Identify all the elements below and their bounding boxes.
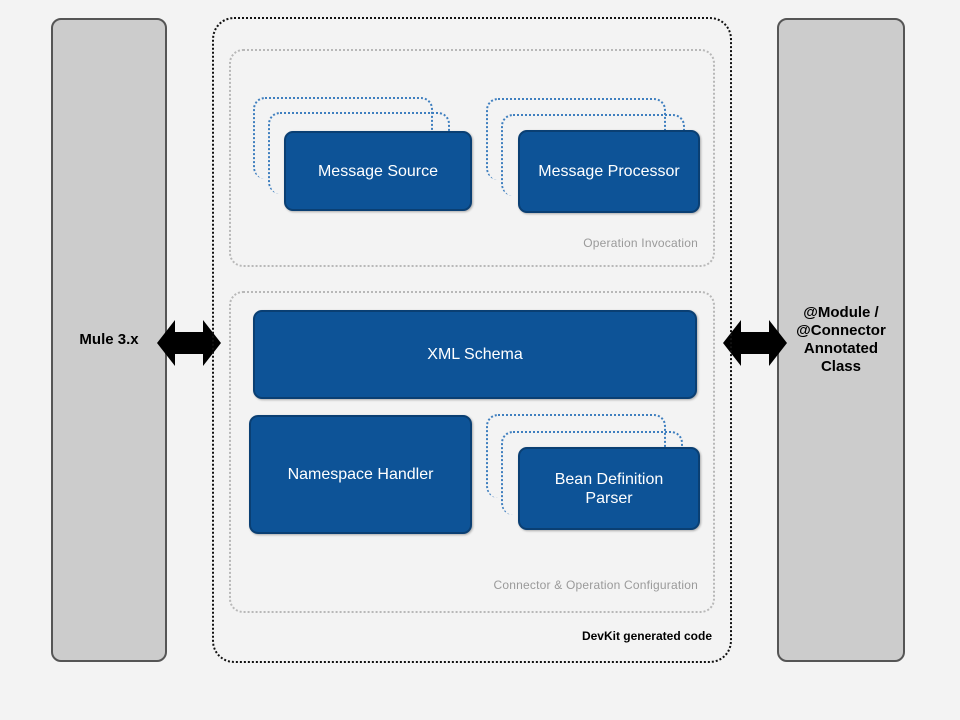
- configuration-caption: Connector & Operation Configuration: [493, 578, 698, 592]
- double-arrow-icon: [157, 320, 221, 366]
- bean-definition-parser-block: Bean Definition Parser: [518, 447, 700, 530]
- mule-label: Mule 3.x: [79, 331, 139, 348]
- message-processor-block: Message Processor: [518, 130, 700, 213]
- configuration-group: [229, 291, 715, 613]
- operation-invocation-group: [229, 49, 715, 267]
- namespace-handler-block: Namespace Handler: [249, 415, 472, 534]
- message-source-block: Message Source: [284, 131, 472, 211]
- devkit-frame: [212, 17, 732, 663]
- annotated-class-panel: [777, 18, 905, 662]
- xml-schema-block: XML Schema: [253, 310, 697, 399]
- mule-panel: [51, 18, 167, 662]
- annotated-class-label: @Module / @Connector Annotated Class: [796, 304, 886, 375]
- operation-invocation-caption: Operation Invocation: [583, 236, 698, 250]
- devkit-label: DevKit generated code: [581, 629, 712, 643]
- double-arrow-icon: [723, 320, 787, 366]
